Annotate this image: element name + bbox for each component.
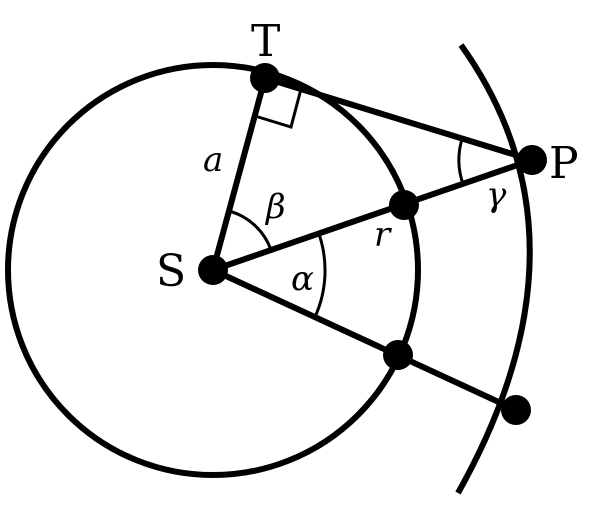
angle-arc-beta: [228, 209, 273, 251]
angle-arc-gamma: [457, 138, 465, 185]
segment-sp: [212, 157, 533, 273]
point-t: [250, 63, 280, 93]
main-circle: [5, 62, 421, 478]
label-alpha: α: [291, 259, 314, 299]
label-r: r: [374, 215, 392, 255]
segment-s-lower: [211, 267, 518, 413]
label-s: S: [156, 246, 186, 297]
label-gamma: γ: [486, 175, 507, 215]
segment-tp: [264, 75, 533, 163]
point-p: [517, 145, 547, 175]
point-s: [198, 255, 228, 285]
label-a: a: [203, 140, 223, 180]
outer-arc: [455, 43, 533, 495]
point-r-intersection: [389, 190, 419, 220]
label-p: P: [549, 138, 579, 189]
point-lower-arc: [501, 395, 531, 425]
label-beta: β: [264, 187, 286, 227]
right-angle-marker: [254, 88, 303, 129]
segment-st: [210, 77, 268, 271]
point-lower-circle: [383, 340, 413, 370]
label-t: T: [251, 16, 280, 67]
angle-arc-alpha: [313, 233, 327, 318]
